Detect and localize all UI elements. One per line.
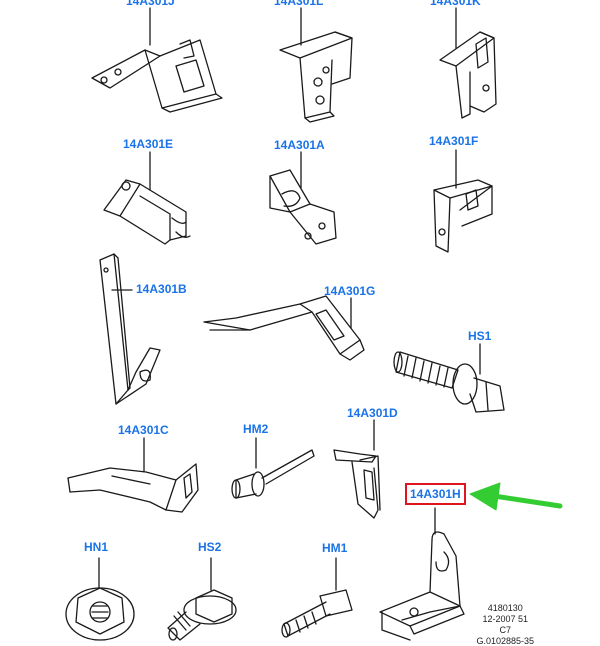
part-label-14A301F[interactable]: 14A301F	[429, 134, 479, 148]
part-14A301G-drawing[interactable]	[204, 296, 364, 360]
part-14A301D-drawing[interactable]	[334, 420, 380, 518]
part-label-HM2[interactable]: HM2	[243, 422, 269, 436]
part-HN1-drawing[interactable]	[66, 558, 134, 640]
part-14A301B-drawing[interactable]	[100, 254, 160, 404]
drawing-id: G.0102885-35	[476, 636, 534, 644]
part-label-14A301E[interactable]: 14A301E	[123, 137, 174, 151]
part-14A301F-drawing[interactable]	[434, 150, 492, 252]
part-label-14A301A[interactable]: 14A301A	[274, 138, 325, 152]
part-label-14A301L[interactable]: 14A301L	[274, 0, 324, 8]
part-label-HS1[interactable]: HS1	[468, 329, 492, 343]
drawing-code: C7	[499, 625, 511, 635]
part-14A301C-drawing[interactable]	[68, 438, 198, 512]
part-label-14A301H[interactable]: 14A301H	[405, 483, 466, 505]
part-label-14A301J[interactable]: 14A301J	[126, 0, 175, 8]
part-HM1-drawing[interactable]	[282, 558, 352, 637]
part-14A301H-drawing[interactable]	[380, 508, 464, 640]
part-14A301J-drawing[interactable]	[92, 8, 222, 112]
part-label-14A301B[interactable]: 14A301B	[136, 282, 187, 296]
part-14A301A-drawing[interactable]	[270, 152, 336, 244]
part-label-14A301D[interactable]: 14A301D	[347, 406, 398, 420]
part-label-HM1[interactable]: HM1	[322, 541, 348, 555]
part-14A301L-drawing[interactable]	[280, 8, 352, 122]
part-label-14A301G[interactable]: 14A301G	[324, 284, 376, 298]
part-label-HS2[interactable]: HS2	[198, 540, 222, 554]
part-HS2-drawing[interactable]	[168, 558, 236, 640]
drawing-number: 4180130	[487, 603, 523, 613]
part-14A301E-drawing[interactable]	[104, 152, 190, 244]
drawing-date: 12-2007 51	[482, 614, 528, 624]
part-label-14A301C[interactable]: 14A301C	[118, 423, 169, 437]
part-HS1-drawing[interactable]	[394, 344, 504, 412]
drawing-reference: 4180130 12-2007 51 C7 G.0102885-35	[476, 603, 534, 644]
pointer-arrow	[469, 482, 563, 511]
part-14A301K-drawing[interactable]	[440, 8, 496, 118]
part-HM2-drawing[interactable]	[232, 438, 314, 498]
part-label-14A301K[interactable]: 14A301K	[430, 0, 481, 8]
part-label-HN1[interactable]: HN1	[84, 540, 109, 554]
